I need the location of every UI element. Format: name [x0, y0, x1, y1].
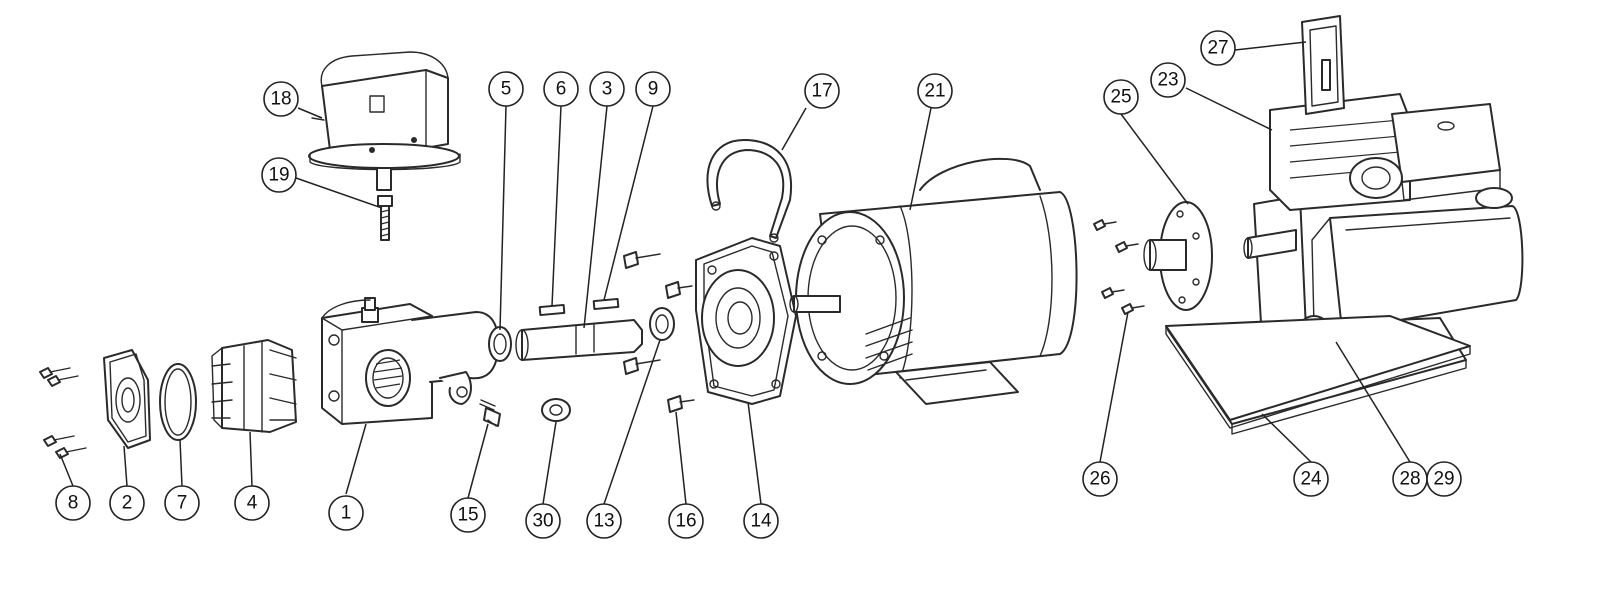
impeller [211, 339, 297, 433]
callout-28: 28 [1392, 461, 1428, 497]
svg-text:26: 26 [1089, 469, 1110, 490]
callout-9: 9 [635, 71, 671, 107]
callout-25: 25 [1103, 79, 1139, 115]
svg-text:8: 8 [68, 493, 79, 514]
svg-text:27: 27 [1207, 38, 1228, 59]
svg-text:3: 3 [602, 79, 613, 100]
svg-text:21: 21 [924, 81, 945, 102]
adapter-plate [695, 237, 797, 405]
end-cover [103, 349, 151, 449]
callout-17: 17 [804, 73, 840, 109]
engine-flange [1143, 201, 1213, 311]
bolts-center [623, 251, 695, 413]
svg-text:6: 6 [556, 79, 567, 100]
o-ring [159, 363, 197, 441]
callout-23: 23 [1150, 62, 1186, 98]
callout-3: 3 [589, 71, 625, 107]
callout-30: 30 [525, 503, 561, 539]
callout-8: 8 [55, 485, 91, 521]
svg-text:19: 19 [268, 165, 289, 186]
svg-text:25: 25 [1110, 87, 1131, 108]
svg-text:1: 1 [341, 503, 352, 524]
svg-text:13: 13 [593, 511, 614, 532]
callout-19: 19 [261, 157, 297, 193]
svg-text:30: 30 [532, 511, 553, 532]
seal-13 [649, 307, 675, 341]
callout-6: 6 [543, 71, 579, 107]
cover-screws [39, 367, 87, 459]
engine-top-cover [1301, 15, 1345, 115]
callout-29: 29 [1426, 461, 1462, 497]
svg-text:15: 15 [457, 505, 478, 526]
nipple-fitting [377, 195, 393, 241]
seal-5 [488, 326, 512, 362]
electric-motor [789, 157, 1078, 405]
svg-text:2: 2 [122, 493, 133, 514]
svg-text:23: 23 [1157, 70, 1178, 91]
pressure-switch [308, 51, 461, 191]
svg-text:7: 7 [177, 493, 188, 514]
svg-text:17: 17 [811, 81, 832, 102]
callout-16: 16 [668, 503, 704, 539]
callout-4: 4 [234, 485, 270, 521]
callout-1: 1 [328, 495, 364, 531]
svg-text:9: 9 [648, 79, 659, 100]
handle [706, 139, 793, 243]
callout-24: 24 [1293, 461, 1329, 497]
svg-text:14: 14 [750, 511, 772, 532]
callout-15: 15 [450, 497, 486, 533]
svg-text:24: 24 [1300, 469, 1322, 490]
svg-text:4: 4 [247, 493, 258, 514]
callout-5: 5 [488, 71, 524, 107]
shaft [515, 319, 643, 361]
svg-text:5: 5 [501, 79, 512, 100]
pump-body [321, 297, 500, 425]
base-plate [1165, 315, 1471, 429]
mount-screws [1093, 219, 1145, 315]
callout-2: 2 [109, 485, 145, 521]
svg-text:18: 18 [270, 89, 291, 110]
keys [538, 297, 620, 317]
callout-13: 13 [586, 503, 622, 539]
callout-26: 26 [1082, 461, 1118, 497]
callout-21: 21 [917, 73, 953, 109]
screw-15 [479, 399, 501, 427]
svg-text:16: 16 [675, 511, 696, 532]
callout-27: 27 [1200, 30, 1236, 66]
leader-lines [59, 41, 1411, 505]
washer [541, 398, 571, 422]
callout-7: 7 [164, 485, 200, 521]
svg-text:28: 28 [1399, 469, 1420, 490]
svg-text:29: 29 [1433, 469, 1454, 490]
callout-18: 18 [263, 81, 299, 117]
callout-14: 14 [743, 503, 779, 539]
